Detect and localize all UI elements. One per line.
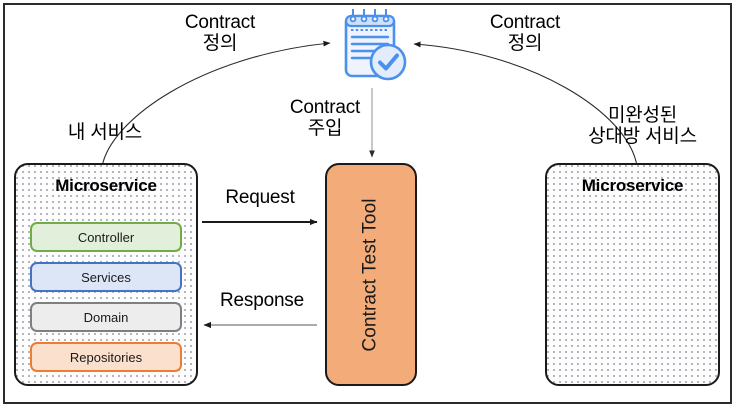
layer-chip-repositories-label: Repositories <box>69 349 143 365</box>
layer-chip-controller-label: Controller <box>77 229 135 245</box>
label-request: Request <box>225 187 295 208</box>
layer-chip-services-label: Services <box>81 269 131 285</box>
left-microservice-box: Microservice Controller Services Domain … <box>14 163 198 386</box>
contract-notepad-check-icon <box>336 6 408 86</box>
layer-chip-domain-label: Domain <box>83 309 129 325</box>
left-microservice-title: Microservice <box>55 176 157 195</box>
label-contract-injection: Contract 주입 <box>289 97 361 140</box>
label-contract-definition-right: Contract 정의 <box>489 12 561 55</box>
label-contract-definition-left: Contract 정의 <box>184 12 256 55</box>
layer-chip-controller[interactable]: Controller <box>30 222 182 252</box>
right-microservice-title: Microservice <box>581 176 684 195</box>
contract-test-tool-label: Contract Test Tool <box>360 197 381 352</box>
right-microservice-box: Microservice <box>545 163 720 386</box>
layer-chip-domain[interactable]: Domain <box>30 302 182 332</box>
label-response: Response <box>220 290 304 311</box>
label-partner-service: 미완성된 상대방 서비스 <box>588 105 697 148</box>
label-my-service: 내 서비스 <box>67 122 143 143</box>
contract-test-tool-box[interactable]: Contract Test Tool <box>325 163 417 386</box>
layer-chip-repositories[interactable]: Repositories <box>30 342 182 372</box>
layer-chip-services[interactable]: Services <box>30 262 182 292</box>
